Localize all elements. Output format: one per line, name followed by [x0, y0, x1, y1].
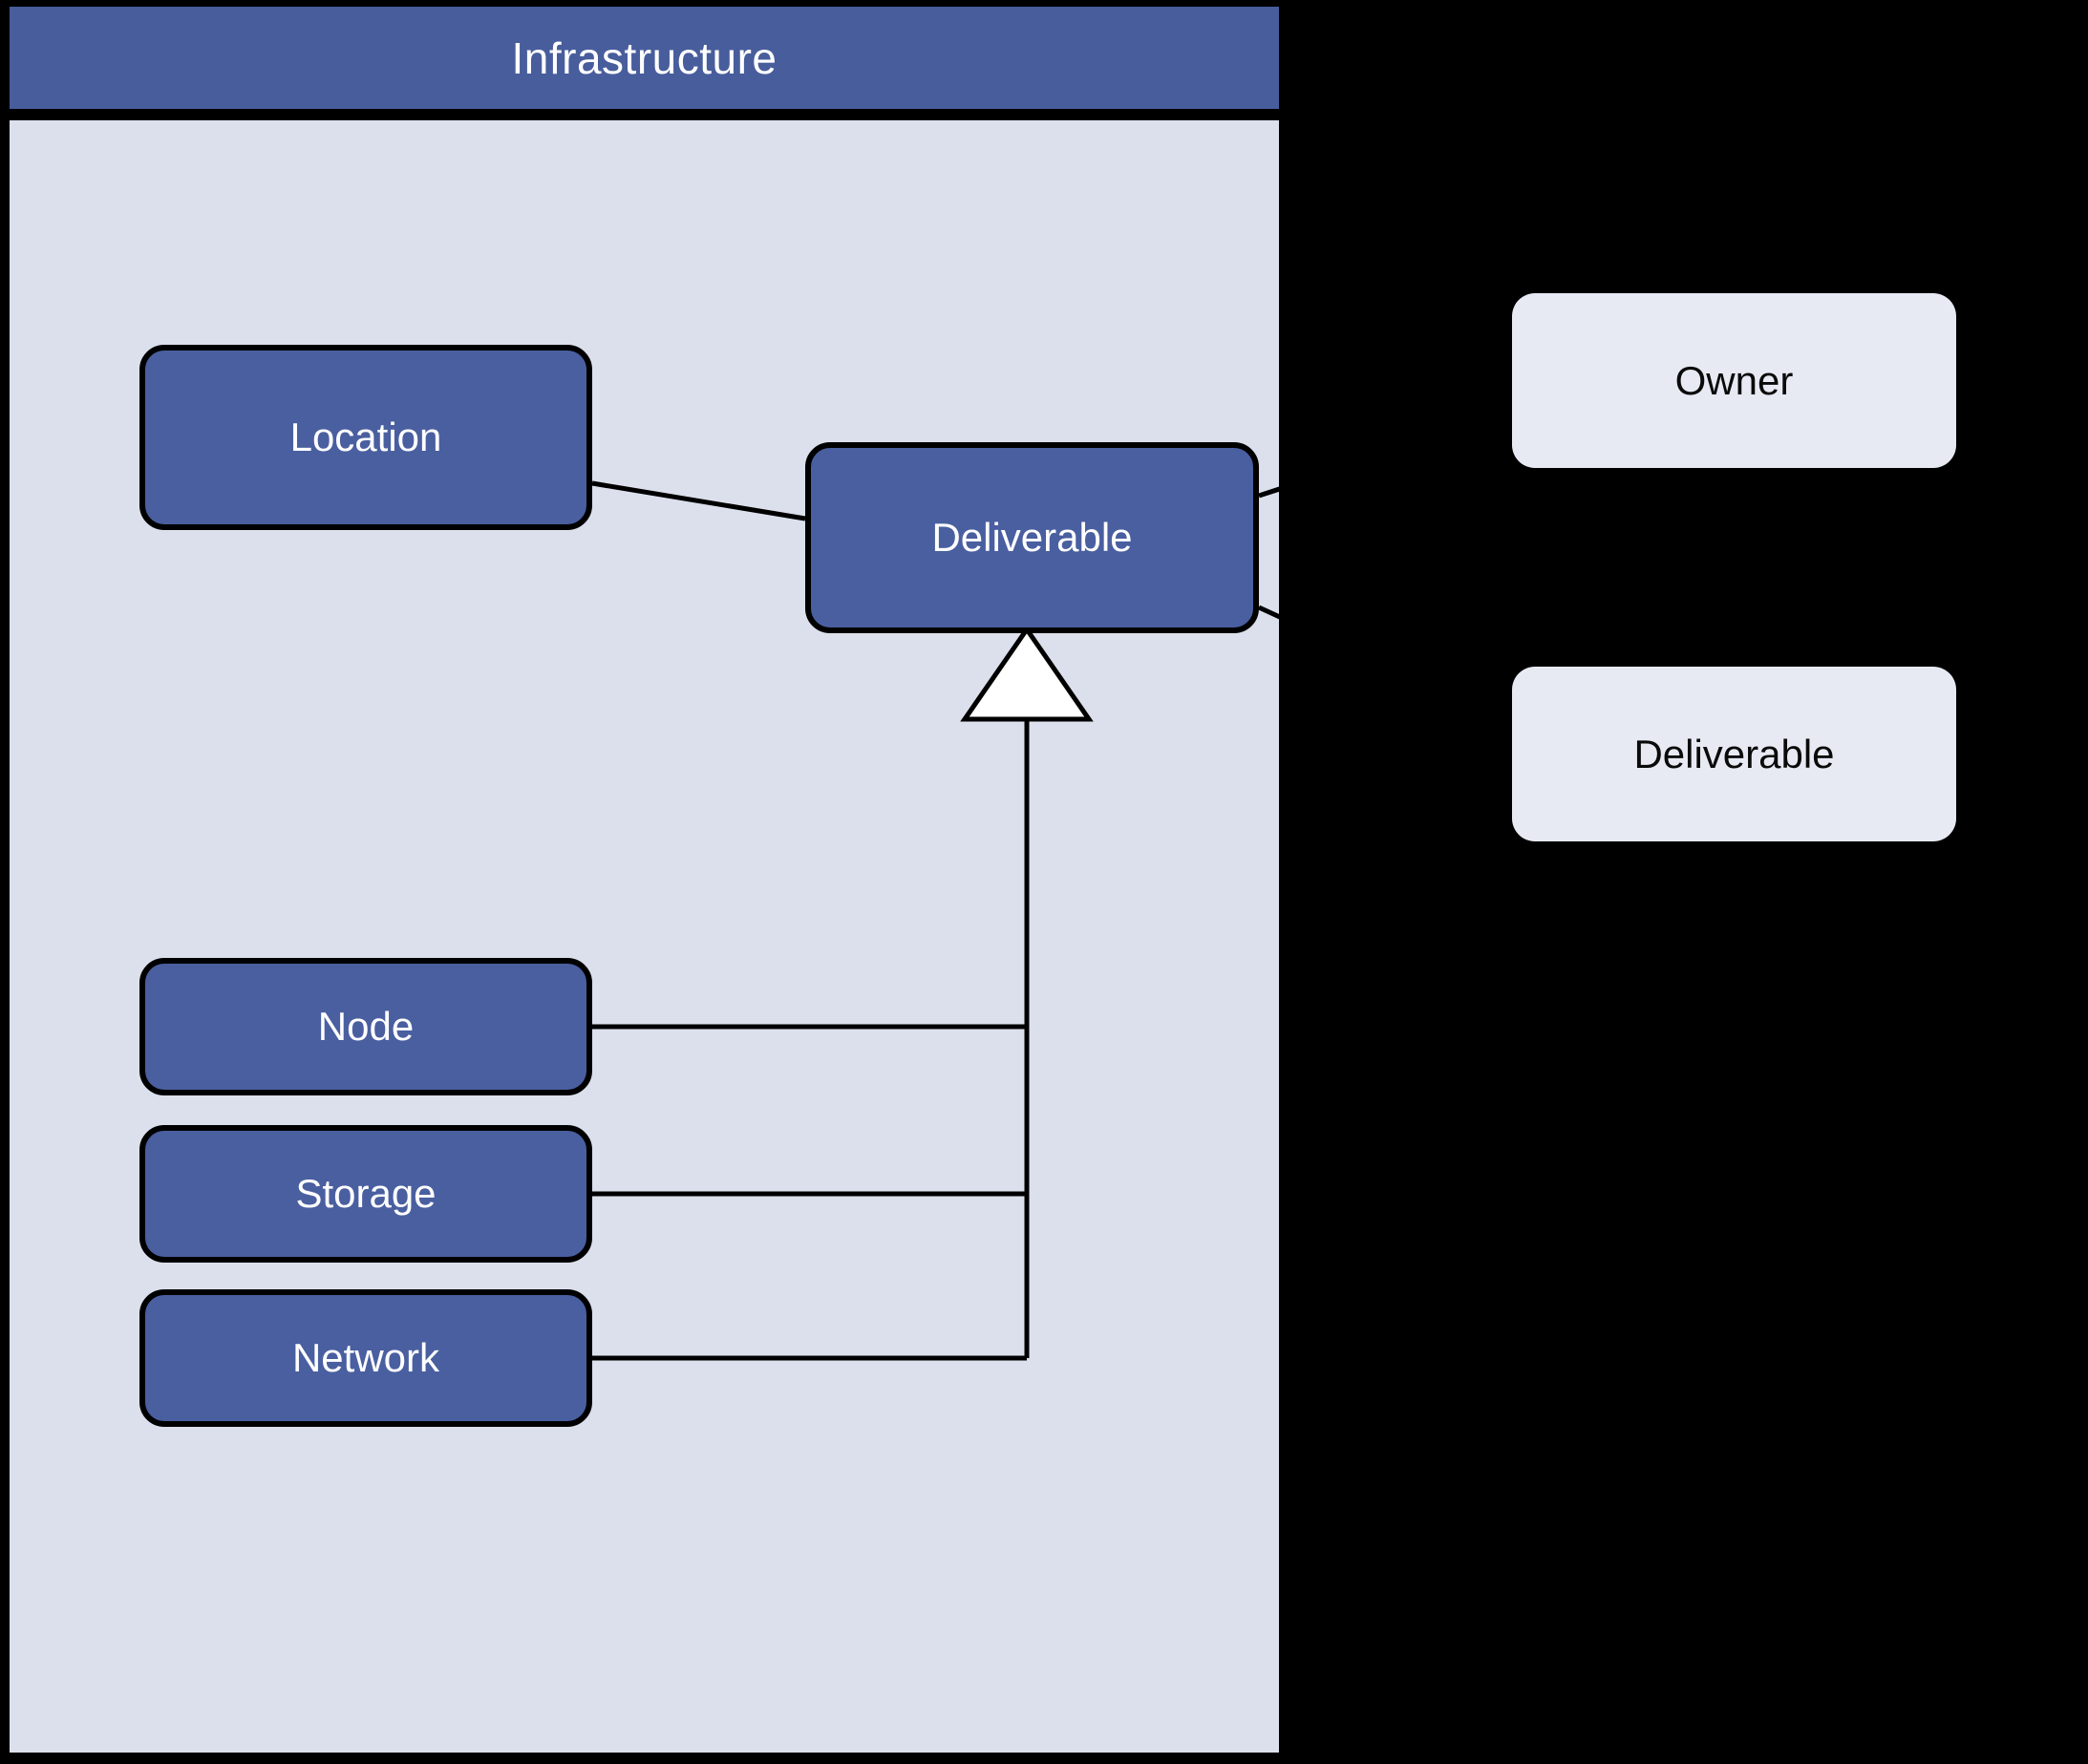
class-box-storage[interactable]: Storage: [139, 1125, 592, 1263]
class-label-storage: Storage: [295, 1171, 437, 1216]
class-box-network[interactable]: Network: [139, 1289, 592, 1427]
legend-label-owner: Owner: [1674, 357, 1794, 403]
class-label-deliverable: Deliverable: [931, 515, 1133, 560]
legend-label-deliverable: Deliverable: [1633, 731, 1835, 776]
class-label-node: Node: [317, 1004, 415, 1049]
package-body: Location Deliverable Node Storage Networ…: [7, 117, 1282, 1755]
package-header: Infrastructure: [7, 4, 1282, 112]
class-label-location: Location: [289, 414, 442, 459]
legend-box-deliverable[interactable]: Deliverable: [1512, 667, 1956, 841]
legend-box-owner[interactable]: Owner: [1512, 293, 1956, 468]
infrastructure-package[interactable]: Infrastructure: [7, 4, 1282, 1755]
class-box-node[interactable]: Node: [139, 958, 592, 1095]
class-box-location[interactable]: Location: [139, 345, 592, 530]
class-label-network: Network: [291, 1335, 440, 1380]
package-title: Infrastructure: [511, 32, 778, 83]
class-box-deliverable[interactable]: Deliverable: [805, 442, 1259, 633]
